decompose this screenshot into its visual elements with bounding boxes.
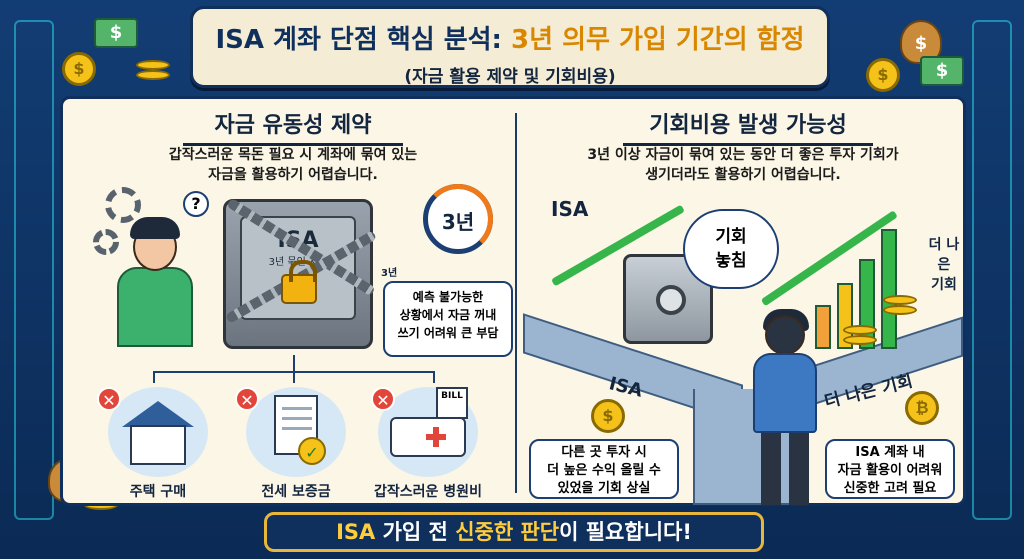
branch-connector: [153, 371, 155, 383]
coin-stack-icon: [883, 305, 917, 315]
speech-line: 신중한 고려 필요: [843, 481, 937, 496]
blocked-item-house: ✕ 주택 구매: [93, 387, 223, 501]
blocked-item-hospital: BILL ✕ 갑작스러운 병원비: [363, 387, 493, 501]
title-underline: [183, 143, 403, 146]
left-callout: 예측 불가능한 상황에서 자금 꺼내 쓰기 어려워 큰 부담: [383, 281, 513, 357]
gear-icon: [93, 229, 119, 255]
better-line: 더 나은: [928, 237, 960, 273]
gear-icon: [105, 187, 141, 223]
better-opportunity-label: 더 나은 기회: [925, 235, 963, 295]
question-icon: ?: [183, 191, 209, 217]
x-icon: ✕: [97, 387, 121, 411]
coin-icon: $: [591, 399, 625, 433]
circuit-deco-left: [14, 20, 54, 520]
left-heading-text: 자금 유동성 제약: [214, 113, 372, 138]
left-desc-line: 자금을 활용하기 어렵습니다.: [208, 167, 378, 183]
page-title: ISA 계좌 단점 핵심 분석: 3년 의무 가입 기간의 함정: [193, 19, 827, 56]
dial-icon: [656, 285, 686, 315]
footer-highlight: 신중한 판단: [455, 520, 560, 544]
title-underline: [623, 143, 873, 146]
house-roof: [122, 401, 194, 427]
coin-stack-icon: [843, 335, 877, 345]
thought-bubble: 기회 놓침: [683, 209, 779, 289]
right-heading-text: 기회비용 발생 가능성: [649, 113, 847, 138]
circuit-deco-right: [972, 20, 1012, 520]
footer-text-end: 이 필요합니다!: [559, 520, 692, 544]
speech-line: 더 높은 수익 올릴 수: [547, 463, 661, 478]
stopwatch-icon: 3년: [423, 184, 493, 254]
section-divider: [515, 113, 517, 493]
callout-line: 예측 불가능한: [412, 290, 484, 304]
speech-line: 다른 곳 투자 시: [561, 445, 647, 460]
footer-banner: ISA 가입 전 신중한 판단이 필요합니다!: [264, 512, 764, 552]
left-speech-bubble: 다른 곳 투자 시 더 높은 수익 올릴 수 있었을 기회 상실: [529, 439, 679, 499]
house-icon: [130, 425, 186, 465]
title-prefix: ISA 계좌 단점 핵심 분석:: [215, 25, 512, 55]
title-banner: ISA 계좌 단점 핵심 분석: 3년 의무 가입 기간의 함정 (자금 활용 …: [190, 6, 830, 88]
item-label: 갑작스러운 병원비: [374, 484, 482, 500]
speech-line: ISA 계좌 내: [855, 445, 925, 460]
branch-connector: [293, 355, 295, 371]
speech-line: 자금 활용이 어려워: [837, 463, 943, 478]
money-stack-icon: $: [94, 18, 138, 48]
isa-top-label: ISA: [551, 197, 589, 221]
bitcoin-icon: ₿: [905, 391, 939, 425]
thought-line: 놓침: [715, 251, 747, 271]
left-desc-line: 갑작스러운 목돈 필요 시 계좌에 묶여 있는: [168, 147, 418, 163]
item-label: 전세 보증금: [261, 484, 331, 500]
item-label: 주택 구매: [129, 484, 187, 500]
title-highlight: 3년 의무 가입 기간의 함정: [511, 25, 805, 55]
person-at-crossroads: [753, 309, 823, 509]
coin-stack-icon: [136, 60, 170, 70]
left-section-title: 자금 유동성 제약: [183, 107, 403, 146]
left-description: 갑작스러운 목돈 필요 시 계좌에 묶여 있는 자금을 활용하기 어렵습니다.: [123, 145, 463, 185]
right-section-title: 기회비용 발생 가능성: [623, 107, 873, 146]
callout-line: 상황에서 자금 꺼내: [399, 308, 497, 322]
bill-icon: BILL: [436, 387, 468, 419]
right-desc-line: 3년 이상 자금이 묶여 있는 동안 더 좋은 투자 기회가: [587, 147, 899, 163]
check-icon: ✓: [298, 437, 326, 465]
thought-line: 기회: [715, 227, 747, 247]
blocked-item-deposit: ✓ ✕ 전세 보증금: [231, 387, 361, 501]
right-speech-bubble: ISA 계좌 내 자금 활용이 어려워 신중한 고려 필요: [825, 439, 955, 499]
page-subtitle: (자금 활용 제약 및 기회비용): [404, 67, 616, 87]
speech-line: 있었을 기회 상실: [557, 481, 651, 496]
ambulance-icon: [390, 417, 466, 457]
worried-person-illustration: [103, 209, 203, 347]
content-panel: 자금 유동성 제약 갑작스러운 목돈 필요 시 계좌에 묶여 있는 자금을 활용…: [60, 96, 966, 506]
x-icon: ✕: [235, 387, 259, 411]
medical-cross-icon: [426, 427, 446, 447]
padlock-icon: [281, 260, 317, 304]
right-description: 3년 이상 자금이 묶여 있는 동안 더 좋은 투자 기회가 생기더라도 활용하…: [533, 145, 953, 185]
money-stack-icon: $: [920, 56, 964, 86]
coin-stack-icon: [136, 70, 170, 80]
cycle-arrow-label: 3년: [381, 268, 398, 279]
right-desc-line: 생기더라도 활용하기 어렵습니다.: [645, 167, 841, 183]
callout-line: 쓰기 어려워 큰 부담: [397, 326, 499, 340]
timer-ring: [423, 184, 493, 254]
x-icon: ✕: [371, 387, 395, 411]
better-line: 기회: [931, 277, 957, 293]
locked-safe-illustration: ISA 3년 묶인 자금: [223, 197, 378, 349]
footer-text: 가입 전: [375, 520, 456, 544]
branch-connector: [433, 371, 435, 383]
coin-stack-icon: [843, 325, 877, 335]
footer-isa: ISA: [336, 520, 376, 544]
coin-icon: $: [62, 52, 96, 86]
branch-connector: [293, 371, 295, 383]
coin-icon: $: [866, 58, 900, 92]
coin-stack-icon: [883, 295, 917, 305]
